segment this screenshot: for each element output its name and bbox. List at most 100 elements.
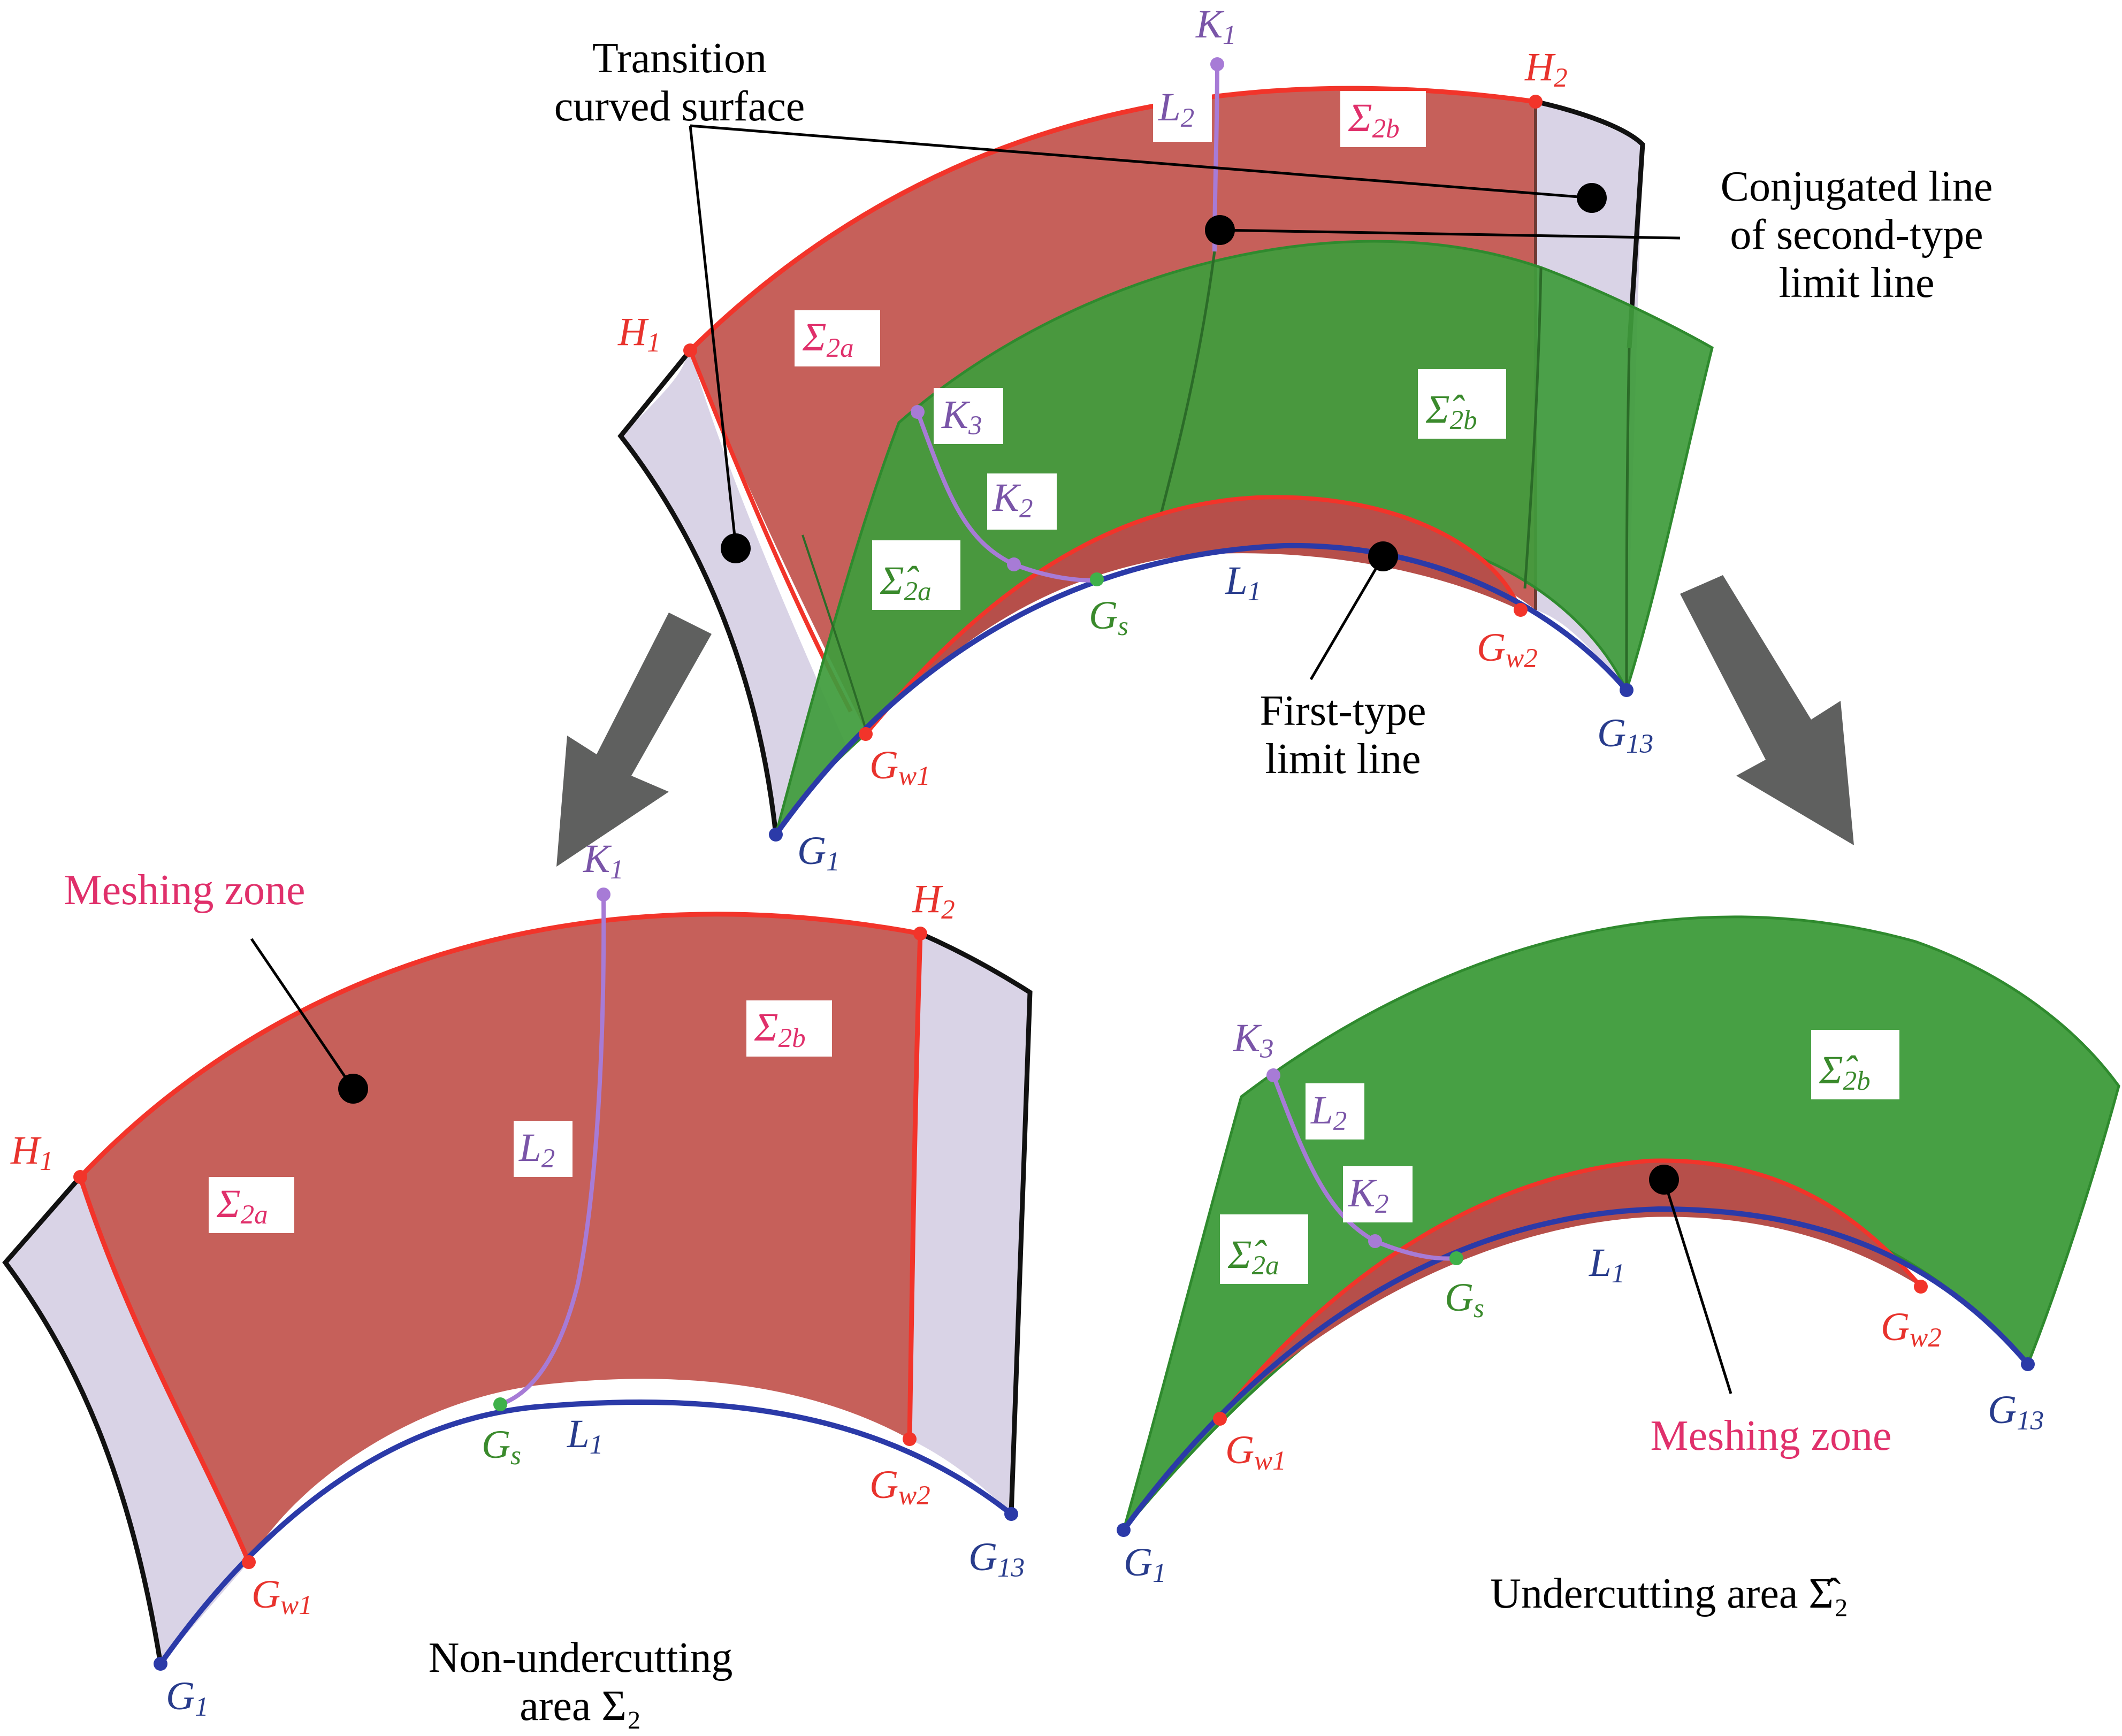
leader-conjugated [1219,228,1681,240]
right-label-K2: K2 [1348,1171,1389,1219]
top-green-internal-line-2 [1523,267,1543,589]
top-point-H1 [683,343,697,357]
right-limit-line-L1 [1121,1206,2030,1532]
top-label-K1: K1 [1195,2,1236,50]
label-undercutting-area: Undercutting area Σ̂₂ [1490,1570,1849,1617]
left-label-S2a: Σ2a [216,1182,268,1230]
top-label-L2: L2 [1158,85,1194,133]
left-point-G13 [1004,1507,1018,1521]
right-label-K3: K3 [1233,1016,1274,1064]
right-point-Gw2 [1914,1280,1928,1294]
top-point-Gs [1090,572,1104,586]
left-limit-line-L1 [158,1399,1013,1665]
right-point-G1 [1117,1523,1131,1537]
right-label-Gw2: Gw2 [1881,1305,1942,1353]
top-limit-line-L1 [773,542,1629,836]
label-transition-line2: curved surface [554,83,805,130]
region-label-boxes [209,86,1899,1284]
left-surface [2,888,1033,1671]
dot-meshing-right [1649,1165,1679,1195]
top-point-K3 [911,405,925,419]
top-red-upper-edge [688,86,1536,353]
top-label-H1: H1 [617,310,661,358]
left-transition-strip-left [5,1177,249,1664]
arrow-to-left [556,613,712,867]
box-top-L2 [1153,86,1212,142]
right-point-K3 [1266,1068,1280,1082]
top-label-Gs: Gs [1089,593,1128,641]
top-label-S2b-hat: Σ̂2b [1425,387,1477,435]
top-surface [617,57,1714,842]
box-right-S2b-hat [1811,1030,1899,1099]
box-top-S2b [1340,91,1426,147]
top-point-G1 [769,828,783,842]
process-arrows [556,575,1854,867]
top-black-right-boundary [1535,99,1645,348]
box-right-L2 [1306,1083,1364,1140]
left-label-Gs: Gs [482,1423,521,1471]
label-conjugated-line3: limit line [1778,259,1934,307]
top-point-K2 [1007,557,1021,571]
label-meshing-zone-right: Meshing zone [1650,1412,1891,1459]
right-point-G13 [2021,1357,2035,1371]
dot-conjugated [1205,215,1235,245]
leader-dots [338,183,1679,1195]
left-red-left-edge [78,1176,251,1563]
left-conjugate-L2 [499,894,606,1406]
right-conjugate-K3-Gs [1271,1074,1456,1261]
left-red-right-edge [907,933,923,1440]
left-transition-strip-right [910,934,1030,1514]
leader-transition-right [690,124,1592,200]
top-point-K1 [1210,57,1224,71]
top-transition-strip-left [621,350,845,835]
right-point-Gs [1449,1251,1463,1265]
right-inner-red-edge [1218,1158,1923,1419]
label-first-type-line1: First-type [1260,687,1426,735]
top-green-internal-line-3 [1625,347,1631,691]
top-black-left-boundary [617,349,778,835]
left-label-H2: H2 [912,877,955,925]
top-green-internal-line-1 [1154,251,1216,536]
leader-first-type [1309,555,1385,680]
dot-transition-right [1577,183,1607,213]
left-label-L1: L1 [567,1412,603,1460]
label-non-undercutting-line2: area Σ₂ [520,1683,642,1730]
top-inner-meshing [867,497,1520,733]
left-black-right-boundary [919,931,1033,1515]
top-label-S2b: Σ2b [1348,96,1400,144]
leader-meshing-right [1662,1179,1732,1394]
leader-lines [250,124,1732,1394]
left-point-G1 [154,1657,167,1671]
top-label-L1: L1 [1225,559,1261,607]
top-point-H2 [1529,95,1543,109]
arrow-to-right [1680,575,1854,845]
top-label-H2: H2 [1524,45,1568,93]
right-label-G13: G13 [1988,1388,2044,1436]
label-first-type-line2: limit line [1265,736,1421,783]
left-label-Gw1: Gw1 [251,1572,312,1620]
box-left-S2a [209,1177,294,1233]
dot-first-type [1368,541,1398,571]
top-conjugate-K3-Gs [915,411,1095,583]
left-label-H1: H1 [10,1128,54,1176]
box-left-S2b [746,1000,832,1057]
left-black-left-boundary [2,1175,163,1664]
top-label-K2: K2 [992,476,1033,524]
top-point-Gw2 [1514,603,1528,617]
dot-transition-left [721,533,751,563]
box-left-L2 [514,1121,573,1177]
right-point-K2 [1368,1234,1382,1248]
top-point-Gw1 [859,727,873,741]
left-label-Gw2: Gw2 [869,1463,930,1511]
top-label-Gw2: Gw2 [1477,625,1538,674]
box-top-K2 [987,473,1057,530]
label-conjugated-line2: of second-type [1730,211,1983,258]
left-point-Gw1 [242,1555,256,1569]
top-green-internal-line-4 [802,534,868,733]
dot-meshing-left [338,1074,368,1104]
top-label-Gw1: Gw1 [869,743,930,791]
box-top-K3 [934,388,1003,444]
right-label-Gw1: Gw1 [1225,1428,1286,1476]
